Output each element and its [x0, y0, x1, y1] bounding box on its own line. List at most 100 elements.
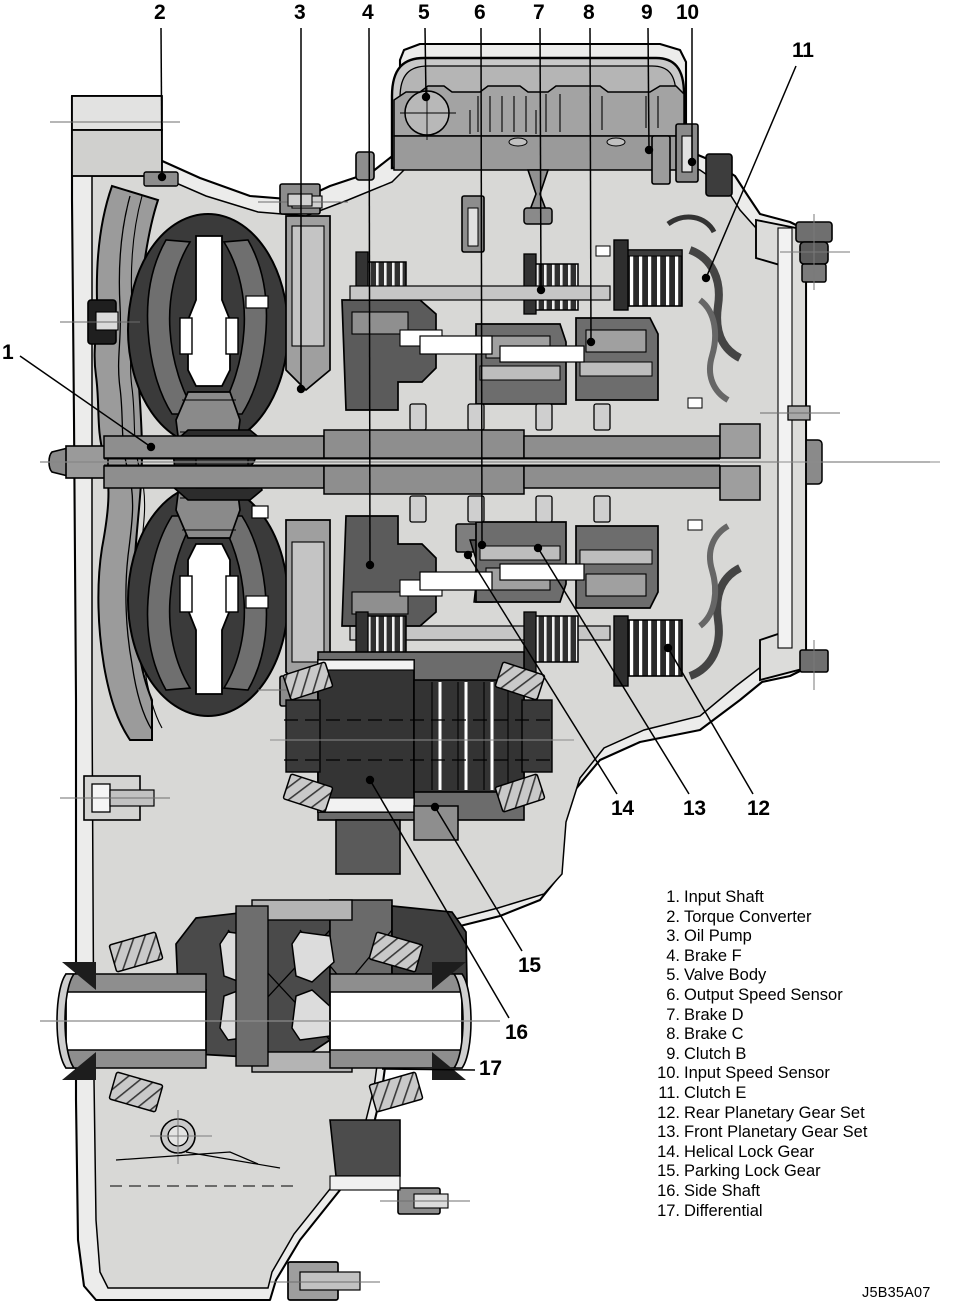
legend-item-index: 12.	[657, 1103, 680, 1122]
leader-line-16	[369, 779, 510, 1019]
leader-line-12	[667, 647, 754, 795]
clutch-pack-e-lower	[523, 611, 579, 673]
legend-item-label: Torque Converter	[684, 907, 812, 926]
callout-leader-lines	[19, 27, 797, 1071]
leader-line-6	[480, 27, 483, 546]
legend-item-index: 15.	[657, 1162, 680, 1181]
hydraulic-passages-lower	[688, 523, 742, 680]
leader-tip-dot-6	[477, 540, 487, 550]
leader-tip-dot-8	[586, 337, 596, 347]
leader-tip-dot-11	[701, 273, 711, 283]
leader-line-17	[381, 1068, 476, 1071]
helical-and-parking-gear-block	[280, 651, 560, 875]
clutch-pack-b-upper	[613, 239, 683, 311]
legend-item-index: 16.	[657, 1181, 680, 1200]
clutch-pack-b-lower	[613, 615, 683, 687]
leader-tip-dot-2	[157, 172, 167, 182]
legend-item: 15.Parking Lock Gear	[650, 1162, 950, 1182]
legend-item-label: Side Shaft	[684, 1181, 761, 1200]
differential-assembly	[40, 899, 500, 1164]
figure-id-code: J5B35A07	[862, 1285, 931, 1301]
callout-number-9: 9	[641, 1, 653, 24]
legend-item: 3.Oil Pump	[650, 927, 950, 947]
legend-item: 5.Valve Body	[650, 966, 950, 986]
legend-item-label: Input Speed Sensor	[684, 1064, 830, 1083]
leader-tip-dot-12	[663, 643, 673, 653]
leader-tip-dot-5	[421, 92, 431, 102]
legend-item-index: 13.	[657, 1123, 680, 1142]
legend-item-label: Rear Planetary Gear Set	[684, 1103, 865, 1122]
callout-number-11: 11	[792, 39, 814, 62]
legend-item-label: Brake D	[684, 1005, 744, 1024]
legend-item: 1.Input Shaft	[650, 888, 950, 908]
valve-body-assembly	[355, 56, 686, 225]
legend-item-index: 9.	[666, 1044, 680, 1063]
hydraulic-passages-upper	[666, 214, 742, 403]
legend-item-index: 5.	[666, 966, 680, 985]
callout-number-15: 15	[518, 954, 541, 977]
legend-item: 13.Front Planetary Gear Set	[650, 1123, 950, 1143]
legend-item-label: Parking Lock Gear	[684, 1162, 821, 1181]
legend-item-label: Differential	[684, 1201, 763, 1220]
leader-tip-dot-3	[296, 384, 306, 394]
legend-item: 17.Differential	[650, 1202, 950, 1222]
legend-item-label: Valve Body	[684, 966, 767, 985]
leader-line-7	[539, 27, 542, 291]
legend-item-label: Front Planetary Gear Set	[684, 1123, 868, 1142]
legend-item: 11.Clutch E	[650, 1084, 950, 1104]
callout-number-13: 13	[683, 797, 706, 820]
legend-item-label: Oil Pump	[684, 927, 752, 946]
leader-line-11	[705, 65, 797, 279]
legend-item-label: Clutch E	[684, 1083, 747, 1102]
callout-number-8: 8	[583, 1, 595, 24]
legend-item: 9.Clutch B	[650, 1045, 950, 1065]
legend-item-index: 11.	[658, 1083, 680, 1102]
callout-number-2: 2	[154, 1, 166, 24]
leader-tip-dot-16	[365, 775, 375, 785]
centerlines	[40, 461, 940, 741]
rear-housing-end-cover	[755, 214, 850, 690]
callout-number-4: 4	[362, 1, 374, 24]
legend-item: 10.Input Speed Sensor	[650, 1064, 950, 1084]
legend-item-label: Input Shaft	[684, 888, 764, 906]
leader-line-15	[434, 806, 523, 952]
legend-item: 7.Brake D	[650, 1006, 950, 1026]
leader-tip-dot-9	[644, 145, 654, 155]
callout-number-16: 16	[505, 1021, 528, 1044]
legend-item-index: 7.	[666, 1005, 680, 1024]
callout-number-17: 17	[479, 1057, 502, 1080]
misc-fasteners	[245, 193, 703, 609]
legend-item-index: 10.	[657, 1064, 680, 1083]
leader-tip-dot-4	[365, 560, 375, 570]
legend-item: 16.Side Shaft	[650, 1182, 950, 1202]
legend-item: 12.Rear Planetary Gear Set	[650, 1104, 950, 1124]
leader-line-14	[467, 554, 618, 795]
legend-item: 2.Torque Converter	[650, 908, 950, 928]
leader-line-13	[537, 547, 690, 795]
leader-tip-dot-1	[146, 442, 156, 452]
legend-item: 8.Brake C	[650, 1025, 950, 1045]
planetary-gearsets-upper	[341, 285, 659, 431]
callout-number-5: 5	[418, 1, 430, 24]
callout-number-10: 10	[676, 1, 699, 24]
lower-case-section	[60, 775, 470, 1301]
legend-item: 4.Brake F	[650, 947, 950, 967]
legend-item-index: 8.	[666, 1025, 680, 1044]
legend-item-label: Helical Lock Gear	[684, 1142, 815, 1161]
leader-line-1	[19, 355, 152, 448]
callout-number-12: 12	[747, 797, 770, 820]
legend-item-index: 2.	[666, 907, 680, 926]
callout-number-6: 6	[474, 1, 486, 24]
leader-line-8	[589, 27, 592, 343]
leader-tip-dot-14	[463, 550, 473, 560]
leader-tip-dot-7	[536, 285, 546, 295]
legend-item-label: Clutch B	[684, 1044, 747, 1063]
leader-line-5	[424, 27, 427, 98]
legend-item-index: 4.	[666, 946, 680, 965]
leader-line-9	[647, 27, 650, 151]
callout-number-3: 3	[294, 1, 306, 24]
callout-number-1: 1	[2, 341, 14, 364]
